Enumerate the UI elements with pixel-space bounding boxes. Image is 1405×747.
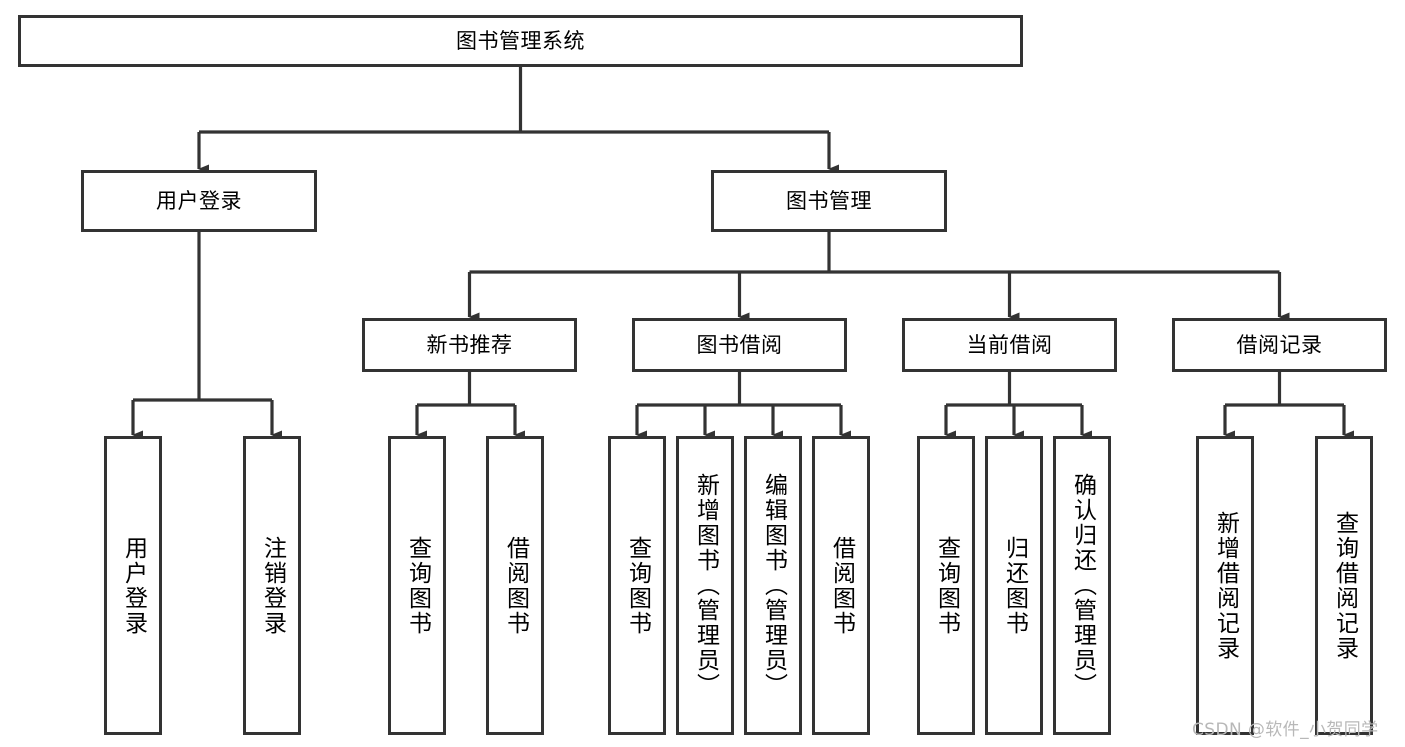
- node-book-manage-label: 图书管理: [786, 188, 872, 213]
- node-leaf-leaf-query-book-1-label: 查询图书: [404, 535, 431, 636]
- node-new-book-recommend[interactable]: 新书推荐: [362, 318, 577, 372]
- node-leaf-leaf-user-login[interactable]: 用户登录: [104, 436, 162, 735]
- node-leaf-leaf-add-record[interactable]: 新增借阅记录: [1196, 436, 1254, 735]
- node-borrow-record-label: 借阅记录: [1236, 332, 1323, 357]
- node-borrow-record[interactable]: 借阅记录: [1172, 318, 1387, 372]
- node-leaf-leaf-query-book-3[interactable]: 查询图书: [917, 436, 975, 735]
- node-leaf-leaf-query-book-2-label: 查询图书: [624, 535, 651, 636]
- node-leaf-leaf-query-record-label: 查询借阅记录: [1331, 510, 1358, 661]
- node-leaf-leaf-confirm-return[interactable]: 确认归还（管理员）: [1053, 436, 1111, 735]
- node-root-label: 图书管理系统: [456, 28, 585, 53]
- node-leaf-leaf-query-book-3-label: 查询图书: [933, 535, 960, 636]
- node-leaf-leaf-borrow-book-2[interactable]: 借阅图书: [812, 436, 870, 735]
- node-leaf-leaf-borrow-book-1[interactable]: 借阅图书: [486, 436, 544, 735]
- node-leaf-leaf-confirm-return-label: 确认归还（管理员）: [1069, 473, 1096, 698]
- node-book-manage[interactable]: 图书管理: [711, 170, 947, 232]
- node-leaf-leaf-borrow-book-2-label: 借阅图书: [828, 535, 855, 636]
- node-leaf-leaf-borrow-book-1-label: 借阅图书: [502, 535, 529, 636]
- edges-group: [131, 67, 1354, 440]
- node-leaf-leaf-return-book[interactable]: 归还图书: [985, 436, 1043, 735]
- node-leaf-leaf-logout[interactable]: 注销登录: [243, 436, 301, 735]
- node-current-borrow-label: 当前借阅: [966, 332, 1053, 357]
- node-leaf-leaf-add-record-label: 新增借阅记录: [1212, 510, 1239, 661]
- node-leaf-leaf-add-book[interactable]: 新增图书（管理员）: [676, 436, 734, 735]
- node-leaf-leaf-edit-book[interactable]: 编辑图书（管理员）: [744, 436, 802, 735]
- node-user-login-label: 用户登录: [156, 188, 242, 213]
- node-leaf-leaf-query-book-2[interactable]: 查询图书: [608, 436, 666, 735]
- node-leaf-leaf-edit-book-label: 编辑图书（管理员）: [760, 473, 787, 698]
- node-leaf-leaf-return-book-label: 归还图书: [1001, 535, 1028, 636]
- node-leaf-leaf-user-login-label: 用户登录: [120, 535, 147, 636]
- node-leaf-leaf-query-book-1[interactable]: 查询图书: [388, 436, 446, 735]
- node-user-login[interactable]: 用户登录: [81, 170, 317, 232]
- node-leaf-leaf-add-book-label: 新增图书（管理员）: [692, 473, 719, 698]
- node-current-borrow[interactable]: 当前借阅: [902, 318, 1117, 372]
- node-new-book-recommend-label: 新书推荐: [426, 332, 513, 357]
- node-leaf-leaf-query-record[interactable]: 查询借阅记录: [1315, 436, 1373, 735]
- node-book-borrow-label: 图书借阅: [696, 332, 783, 357]
- node-leaf-leaf-logout-label: 注销登录: [259, 535, 286, 636]
- node-root[interactable]: 图书管理系统: [18, 15, 1023, 67]
- node-book-borrow[interactable]: 图书借阅: [632, 318, 847, 372]
